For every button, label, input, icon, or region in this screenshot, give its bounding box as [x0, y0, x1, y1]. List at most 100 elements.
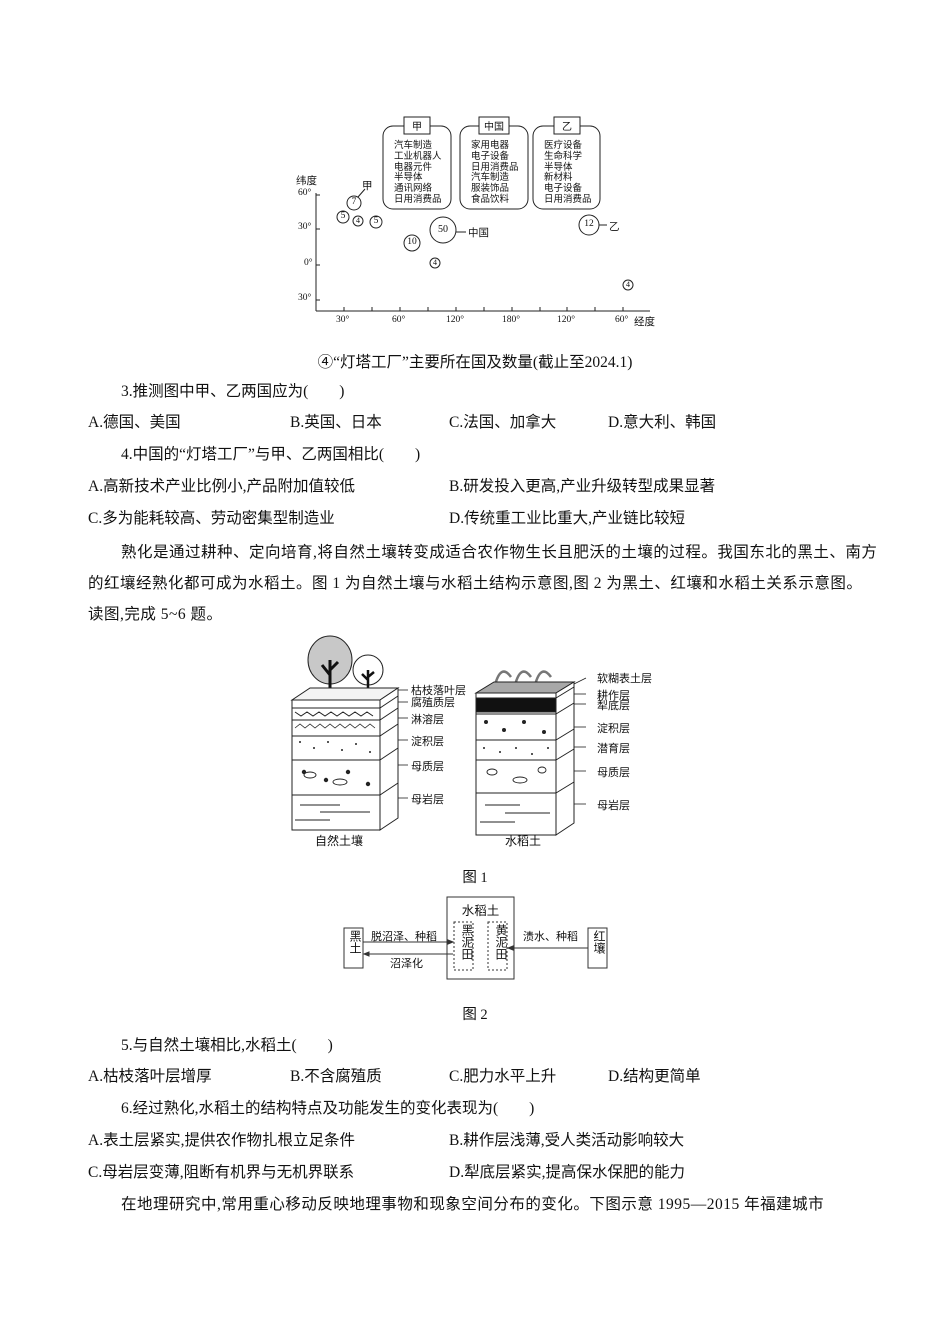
- paddy-soil-leaders: [573, 677, 587, 805]
- paddy-layer-label: 母岩层: [597, 800, 630, 812]
- natural-soil-leaders: [398, 689, 408, 799]
- bubble-label: 4: [626, 280, 630, 289]
- x-tick: 60°: [392, 315, 406, 325]
- passage-soil: 熟化是通过耕种、定向培育,将自然土壤转变成适合农作物生长且肥沃的土壤的过程。我国…: [88, 544, 878, 623]
- box-item: 电器元件: [394, 162, 433, 173]
- natural-layer-label: 母岩层: [411, 794, 444, 806]
- box-item: 汽车制造: [471, 173, 510, 184]
- box-china-items: 家用电器 电子设备 日用消费品 汽车制造 服装饰品 食品饮料: [471, 141, 519, 206]
- box-yi-title: 乙: [562, 122, 572, 133]
- q6-option-c[interactable]: C.母岩层变薄,阻断有机界与无机界联系: [88, 1164, 355, 1181]
- box-item: 新材料: [544, 173, 573, 184]
- box-item: 生命科学: [544, 151, 583, 162]
- q4-option-c[interactable]: C.多为能耗较高、劳动密集型制造业: [88, 510, 335, 527]
- bubble-label: 50: [438, 224, 448, 235]
- natural-soil-title: 自然土壤: [315, 834, 364, 848]
- arrow-label-desaturate: 脱沼泽、种稻: [371, 931, 437, 943]
- bubble-label: 12: [584, 219, 594, 229]
- q4-option-b[interactable]: B.研发投入更高,产业升级转型成果显著: [449, 478, 716, 495]
- bubble-label: 4: [433, 258, 437, 267]
- y-tick: 30°: [298, 293, 312, 303]
- q4-option-d[interactable]: D.传统重工业比重大,产业链比较短: [449, 510, 685, 527]
- box-jia-items: 汽车制造 工业机器人 电器元件 半导体 通讯网络 日用消费品: [394, 141, 442, 206]
- paddy-layer-label: 犁底层: [597, 700, 630, 712]
- paddy-soil-title: 水稻土: [505, 834, 542, 848]
- soil-relation-diagram: [343, 896, 608, 980]
- q3-option-c[interactable]: C.法国、加拿大: [449, 414, 557, 431]
- q4-option-a[interactable]: A.高新技术产业比例小,产品附加值较低: [88, 478, 355, 495]
- paddy-soil-box: [446, 896, 515, 980]
- question-6-stem: 6.经过熟化,水稻土的结构特点及功能发生的变化表现为( ): [121, 1100, 535, 1117]
- box-yi-items: 医疗设备 生命科学 半导体 新材料 电子设备 日用消费品: [544, 141, 592, 206]
- y-tick: 30°: [298, 222, 312, 232]
- q5-option-b[interactable]: B.不含腐殖质: [290, 1068, 382, 1085]
- x-tick: 30°: [336, 315, 350, 325]
- y-axis-label: 纬度: [296, 176, 317, 187]
- black-mud-field-box: [453, 921, 474, 971]
- arrow-label-waterlogging: 渍水、种稻: [523, 931, 578, 943]
- chart-axes: [315, 193, 650, 312]
- x-tick: 180°: [502, 315, 521, 325]
- q6-option-b[interactable]: B.耕作层浅薄,受人类活动影响较大: [449, 1132, 685, 1149]
- soil-structure-diagram: [290, 635, 587, 836]
- paddy-layer-label: 耕作层: [597, 690, 630, 702]
- natural-soil-pebbles: [303, 771, 348, 786]
- q5-option-c[interactable]: C.肥力水平上升: [449, 1068, 557, 1085]
- box-china: [459, 116, 529, 210]
- black-soil-box: [343, 927, 364, 969]
- box-item: 日用消费品: [544, 194, 592, 205]
- x-tick: 120°: [446, 315, 465, 325]
- box-item: 日用消费品: [471, 162, 519, 173]
- box-yi: [532, 116, 601, 210]
- paddy-layer-label: 软糊表土层: [597, 673, 652, 685]
- bubble-leaders: [357, 188, 607, 233]
- figure-2-caption: 图 2: [462, 1007, 488, 1023]
- box-item: 日用消费品: [394, 194, 442, 205]
- box-item: 家用电器: [471, 141, 510, 151]
- bubbles: [336, 195, 634, 291]
- bubble-label: 5: [373, 216, 379, 226]
- q3-option-b[interactable]: B.英国、日本: [290, 414, 382, 431]
- q3-option-d[interactable]: D.意大利、韩国: [608, 414, 717, 431]
- natural-layer-label: 枯枝落叶层: [411, 685, 466, 697]
- paddy-soil-dots: [483, 720, 549, 755]
- paddy-soil-pebbles: [486, 766, 547, 784]
- box-item: 汽车制造: [394, 141, 433, 151]
- box-item: 通讯网络: [394, 184, 433, 195]
- paddy-layer-label: 淀积层: [597, 723, 630, 735]
- question-3-stem: 3.推测图中甲、乙两国应为( ): [121, 383, 345, 400]
- bubble-label: 4: [356, 216, 360, 225]
- yellow-mud-field-box: [487, 921, 508, 971]
- box-item: 医疗设备: [544, 141, 583, 151]
- q3-option-a[interactable]: A.德国、美国: [88, 414, 181, 431]
- q6-option-a[interactable]: A.表土层紧实,提供农作物扎根立足条件: [88, 1132, 355, 1149]
- bubble-label: 10: [407, 237, 417, 247]
- q5-option-d[interactable]: D.结构更简单: [608, 1068, 701, 1085]
- paddy-soil-title-fig2: 水稻土: [461, 904, 500, 918]
- box-item: 半导体: [394, 173, 423, 184]
- box-item: 工业机器人: [394, 151, 442, 162]
- box-jia: [382, 116, 452, 210]
- box-item: 半导体: [544, 162, 573, 173]
- question-4-stem: 4.中国的“灯塔工厂”与甲、乙两国相比( ): [121, 446, 421, 463]
- q6-option-d[interactable]: D.犁底层紧实,提高保水保肥的能力: [449, 1164, 685, 1181]
- paddy-layer-label: 母质层: [597, 767, 630, 779]
- natural-layer-label: 母质层: [411, 761, 444, 773]
- lighthouse-factory-chart: [315, 116, 650, 312]
- paddy-layer-label: 潜育层: [597, 743, 630, 755]
- box-china-title: 中国: [484, 122, 504, 133]
- paddy-soil-block: [474, 670, 576, 836]
- chart-caption: ④“灯塔工厂”主要所在国及数量(截止至2024.1): [317, 354, 633, 371]
- y-tick: 0°: [304, 258, 313, 268]
- figure-1-caption: 图 1: [462, 870, 488, 886]
- natural-soil-block: [290, 635, 400, 831]
- natural-layer-label: 腐殖质层: [411, 697, 455, 709]
- box-jia-title: 甲: [412, 122, 422, 133]
- country-label-china: 中国: [468, 228, 489, 239]
- x-tick: 60°: [615, 315, 629, 325]
- box-item: 服装饰品: [471, 184, 510, 195]
- question-5-stem: 5.与自然土壤相比,水稻土( ): [121, 1037, 333, 1054]
- black-soil-label: 黑土: [348, 930, 362, 954]
- q5-option-a[interactable]: A.枯枝落叶层增厚: [88, 1068, 212, 1085]
- country-label-jia: 甲: [362, 181, 373, 192]
